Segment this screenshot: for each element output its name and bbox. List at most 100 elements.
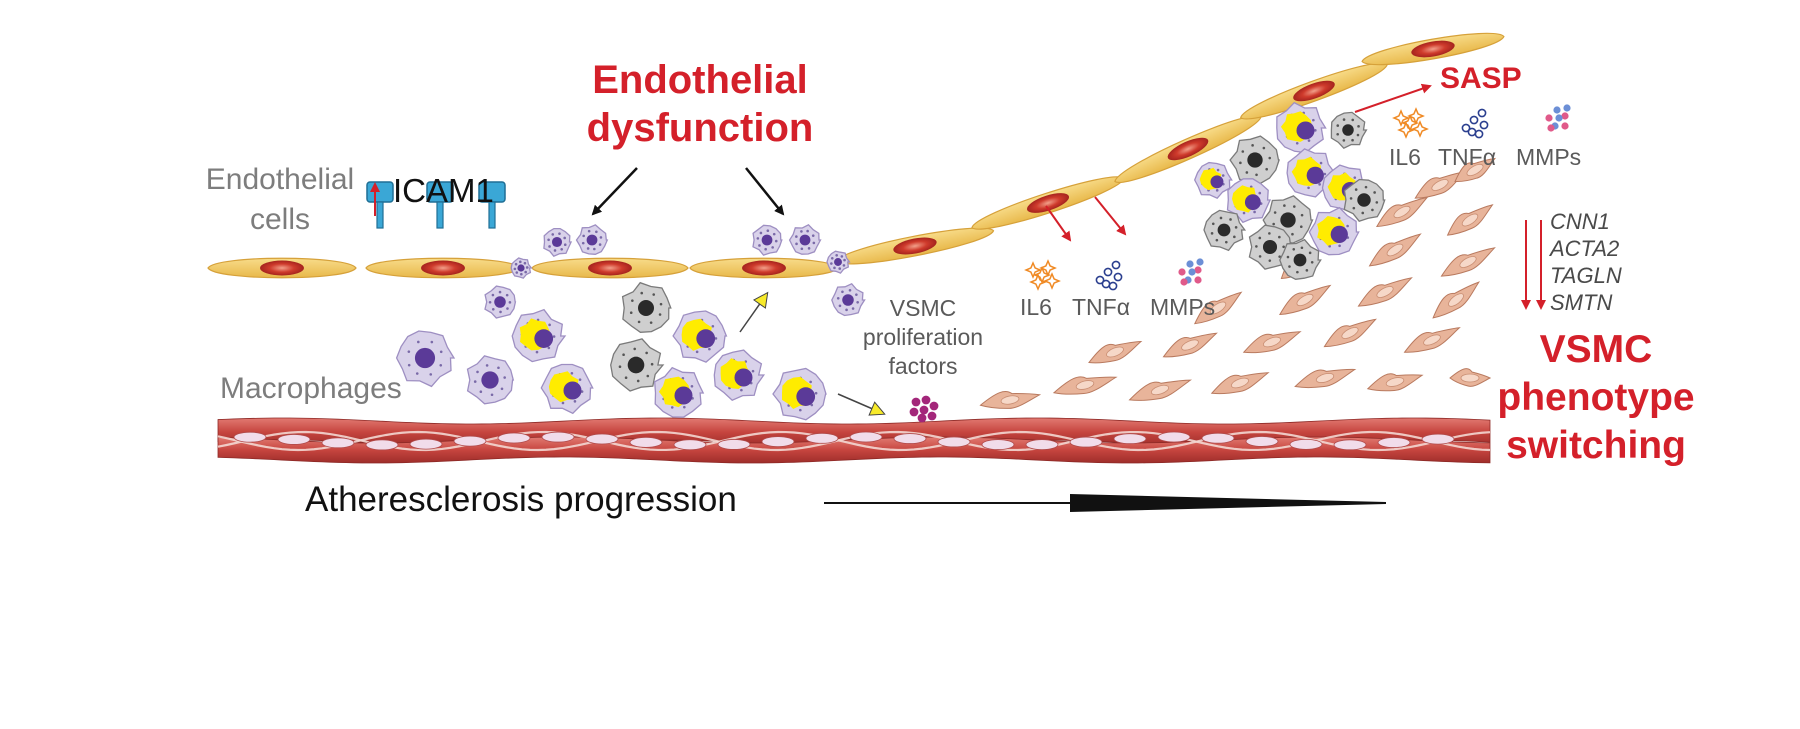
vsmc-icon: [1128, 379, 1193, 401]
foam-cell-icon: [1308, 206, 1360, 256]
senescent-macrophage-icon: [1330, 111, 1368, 149]
foam-cell-icon: [1226, 178, 1272, 224]
foam-cell-icon: [654, 366, 705, 418]
arrow-foam-to-factors: [837, 393, 882, 413]
endothelial-dysfunction-title: Endothelial dysfunction: [560, 56, 840, 152]
gene-acta2: ACTA2: [1550, 236, 1620, 261]
gene-list: CNN1 ACTA2 TAGLN SMTN: [1550, 208, 1622, 316]
macrophage-group: [395, 101, 1386, 421]
tnfa-icon: [1095, 260, 1123, 291]
arrow-endo-to-cytokines-1: [1045, 205, 1072, 242]
top-mmps-label: MMPs: [1516, 144, 1582, 170]
foam-cell-icon: [713, 349, 766, 401]
foam-cell-icon: [1276, 101, 1327, 154]
progression-label: Atheresclerosis progression: [305, 480, 737, 519]
arrow-endo-to-cytokines-2: [1094, 196, 1127, 236]
macrophage-icon: [510, 257, 533, 279]
smooth-muscle-layer-icon: [217, 417, 1491, 464]
endothelial-cell-icon: [689, 257, 839, 279]
vsmc-icon: [1440, 247, 1496, 277]
macrophage-icon: [831, 283, 866, 317]
endothelial-cells-label: Endothelial cells: [190, 160, 370, 240]
vsmc-icon: [1446, 204, 1494, 236]
senescent-macrophage-icon: [1279, 238, 1322, 280]
vsmc-switching-line2: phenotype: [1497, 376, 1695, 419]
vsmc-switching-line1: VSMC: [1539, 328, 1653, 371]
vsmc-icon: [1323, 318, 1377, 348]
arrow-dysfunction-right: [745, 167, 785, 216]
endothelial-cell-icon: [207, 257, 357, 279]
endothelial-cells-line2: cells: [249, 203, 310, 236]
endothelial-dysfunction-line2: dysfunction: [586, 106, 814, 150]
endothelial-cell-icon: [365, 257, 521, 279]
icam1-label: ICAM1: [393, 172, 494, 209]
vsmc-icon: [1210, 372, 1270, 395]
il6-icon: [1024, 259, 1061, 291]
macrophage-icon: [788, 223, 822, 255]
mid-il6-label: IL6: [1020, 294, 1052, 320]
vsmc-proliferation-line1: VSMC: [889, 295, 957, 321]
macrophage-icon: [575, 224, 609, 255]
vsmc-icon: [1088, 340, 1143, 364]
macrophage-icon: [484, 285, 517, 319]
il6-icon: [1392, 107, 1429, 139]
vsmc-icon: [1052, 376, 1118, 395]
foam-cell-icon: [540, 363, 594, 415]
vsmc-switching-title: VSMC phenotype switching: [1466, 326, 1726, 470]
macrophage-icon: [395, 330, 456, 388]
macrophage-icon: [826, 250, 851, 274]
mid-mmps-label: MMPs: [1150, 294, 1216, 320]
vsmc-icon: [1278, 284, 1332, 316]
endothelial-layer: [207, 32, 1505, 279]
macrophage-icon: [543, 227, 573, 257]
tnfa-icon: [1461, 108, 1489, 139]
vsmc-icon: [1403, 327, 1461, 353]
mmps-icon: [1178, 258, 1204, 286]
vsmc-icon: [1294, 368, 1357, 389]
macrophages-label: Macrophages: [220, 372, 402, 405]
endothelial-cell-icon: [1361, 32, 1505, 66]
arrow-to-sasp: [1354, 83, 1432, 113]
gene-tagln: TAGLN: [1550, 263, 1622, 288]
vsmc-icon: [1162, 332, 1218, 358]
endothelial-cell-icon: [835, 227, 995, 265]
endothelial-cell-icon: [531, 257, 689, 279]
vsmc-icon: [1454, 157, 1497, 183]
endothelial-dysfunction-line1: Endothelial: [592, 58, 808, 102]
vsmc-proliferation-line2: proliferation: [862, 324, 984, 350]
top-il6-label: IL6: [1389, 144, 1421, 170]
vsmc-icon: [1357, 277, 1413, 307]
arrows: [370, 83, 1546, 413]
vsmc-icon: [1193, 291, 1243, 325]
senescent-macrophage-icon: [621, 281, 672, 333]
senescent-macrophage-icon: [610, 338, 665, 392]
vsmc-icon: [1242, 331, 1302, 354]
mmps-icon: [1545, 104, 1571, 132]
foam-cell-icon: [511, 308, 567, 363]
macrophage-icon: [466, 355, 515, 405]
arrow-foam-to-endothelium: [739, 295, 766, 333]
vsmc-icon: [1368, 233, 1422, 267]
vsmc-proliferation-label: VSMC proliferation factors: [858, 294, 988, 381]
gene-smtn: SMTN: [1550, 290, 1613, 315]
top-tnfa-label: TNFα: [1438, 144, 1497, 170]
senescent-macrophage-icon: [1203, 209, 1247, 252]
arrow-dysfunction-left: [591, 167, 638, 216]
icam1-receptor-icon: [366, 181, 506, 229]
endothelial-cell-icon: [971, 176, 1125, 230]
foam-cell-icon: [772, 367, 827, 421]
mid-tnfa-label: TNFα: [1072, 294, 1131, 320]
gene-cnn1: CNN1: [1550, 209, 1610, 234]
senescent-macrophage-icon: [1343, 178, 1386, 222]
foam-cell-icon: [672, 310, 728, 363]
vsmc-icon: [1449, 368, 1492, 387]
vsmc-icon: [979, 391, 1042, 409]
senescent-macrophage-icon: [1229, 135, 1280, 185]
vsmc-proliferation-line3: factors: [888, 353, 958, 379]
cytokine-glyphs: [909, 104, 1571, 423]
proliferation-factor-icon: [909, 395, 939, 423]
foam-cell-icon: [1193, 161, 1233, 199]
vsmc-switching-line3: switching: [1506, 424, 1686, 467]
